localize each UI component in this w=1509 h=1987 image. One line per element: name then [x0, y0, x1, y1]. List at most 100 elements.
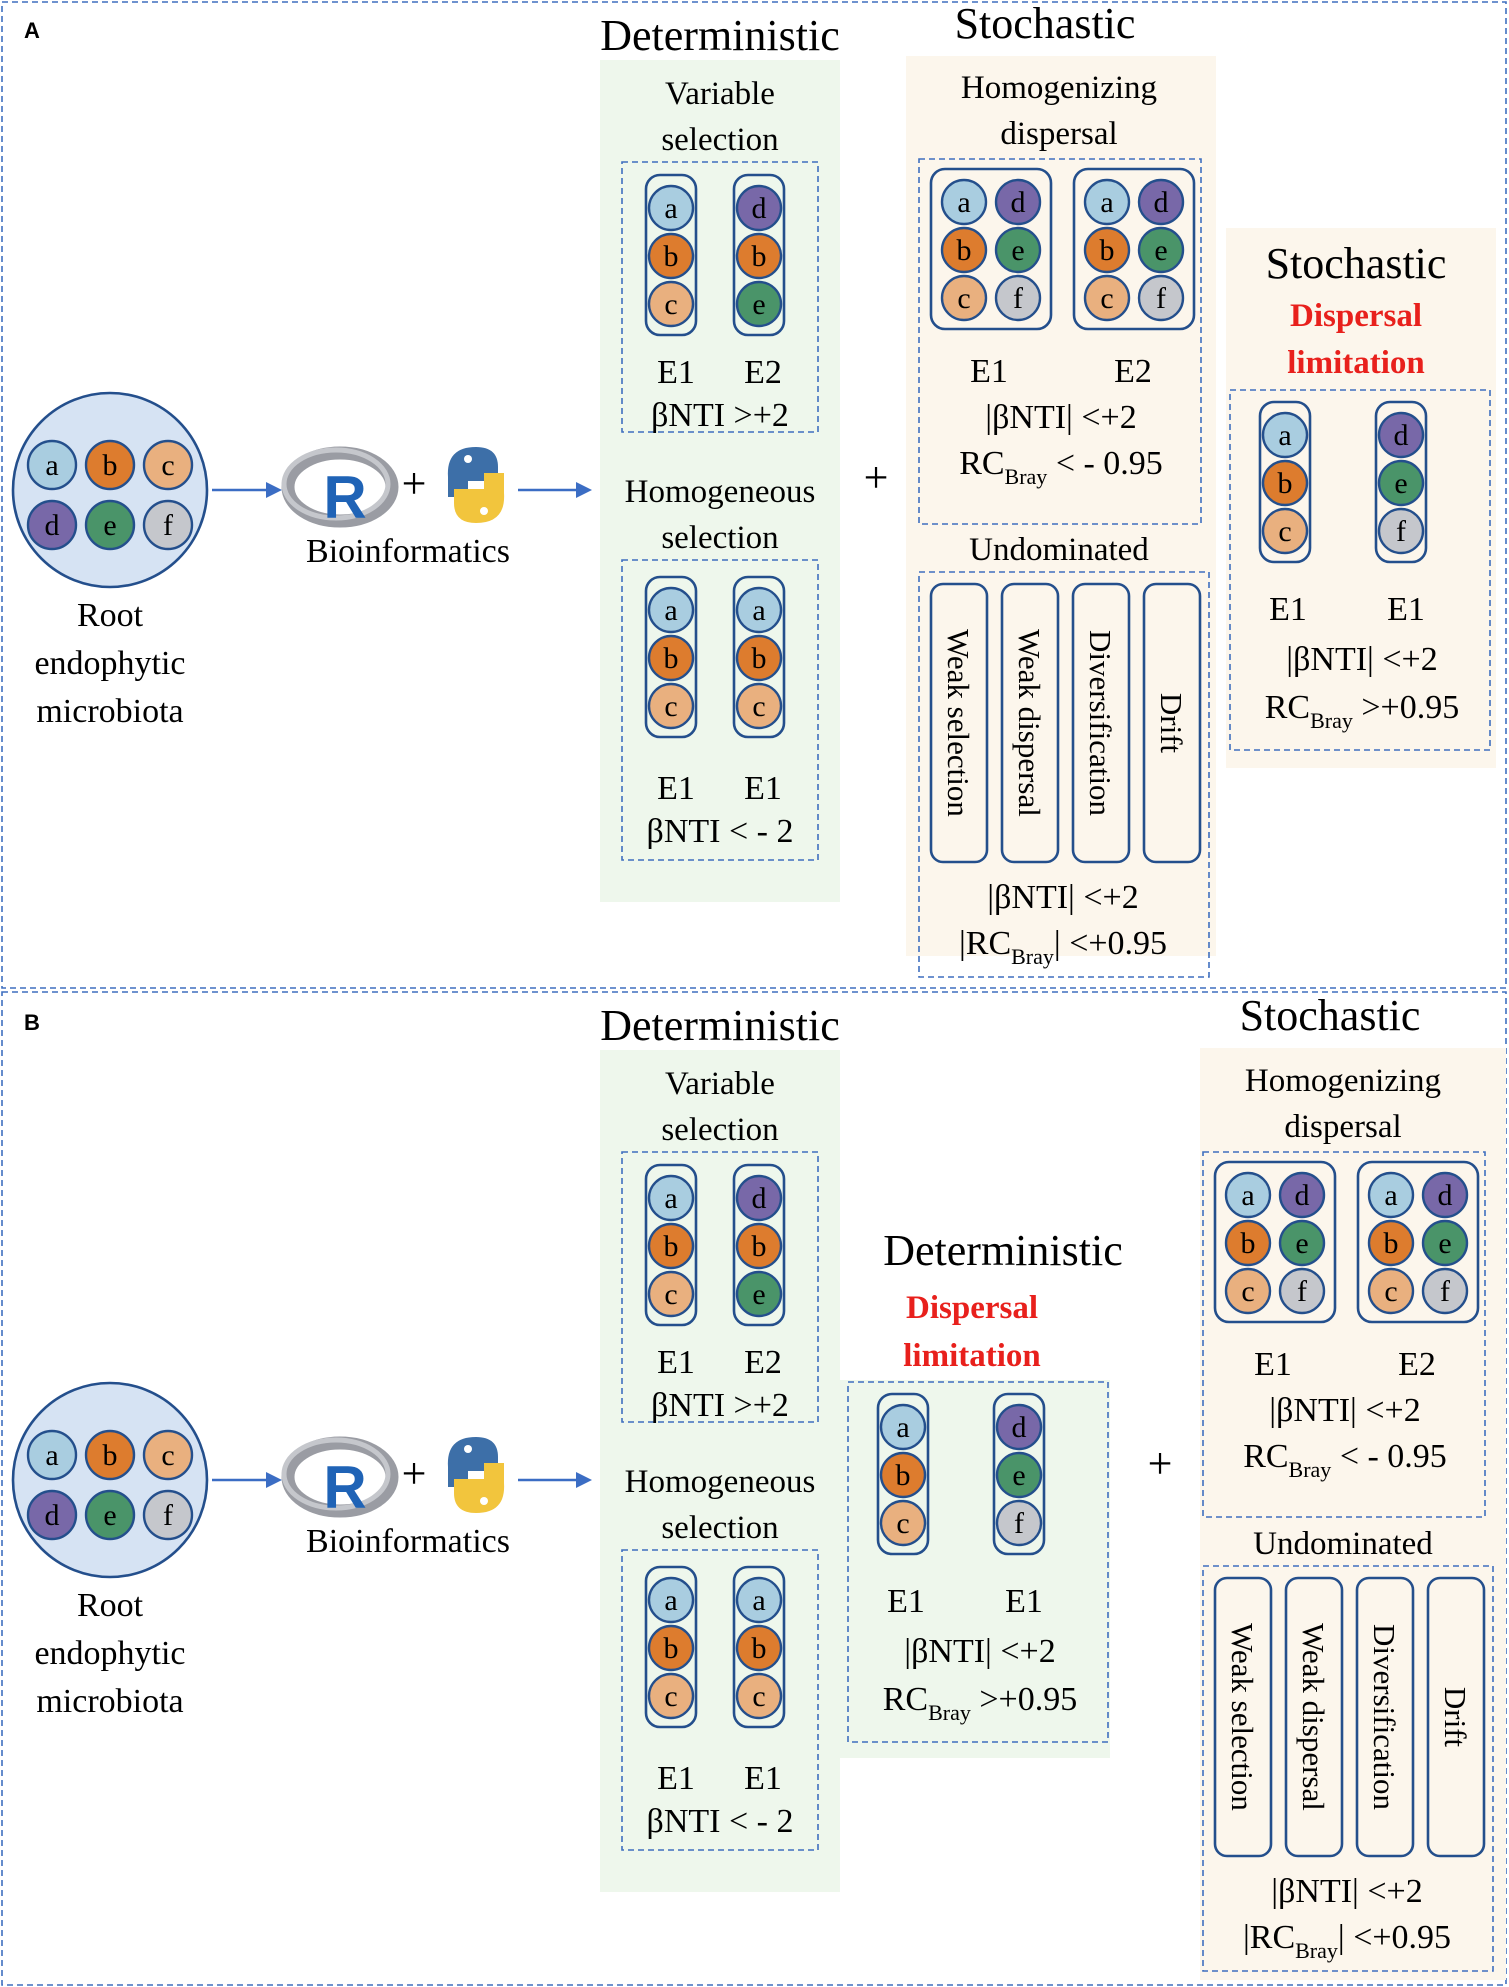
weak-selection-box [929, 582, 989, 864]
stochastic-dl-criterion2: RCBray >+0.95 [1265, 689, 1459, 733]
homogeneous-selection-label-line1: Homogeneous [625, 1464, 816, 1500]
dispersal-limitation-label-line2: limitation [1287, 345, 1425, 381]
taxon-a-circle [1083, 178, 1131, 226]
taxon-f-label: f [1156, 282, 1166, 315]
taxon-b-label: b [752, 642, 767, 675]
python-logo-blue [447, 1437, 498, 1487]
weak-selection-label: Weak selection [941, 629, 976, 817]
taxon-b-label: b [103, 1439, 118, 1472]
source-label-line3: microbiota [36, 1683, 183, 1720]
taxon-b-circle [1083, 226, 1131, 274]
variable-selection-label-line2: selection [661, 1112, 778, 1148]
deterministic-dl-e1a-label: E1 [887, 1583, 925, 1620]
taxon-d-label: d [45, 1499, 60, 1532]
undominated-criterion2: |RCBray| <+0.95 [1243, 1919, 1451, 1963]
taxon-d-circle [735, 184, 783, 232]
stochastic-dl-e1a-column [1258, 400, 1312, 564]
taxon-c-label: c [752, 690, 765, 723]
stochastic-dl-title: Stochastic [1266, 239, 1447, 288]
tools-plus: + [402, 1449, 427, 1498]
taxon-b-label: b [664, 642, 679, 675]
taxon-b-label: b [664, 240, 679, 273]
variable-selection-box [621, 161, 819, 433]
homogenizing-criterion1: |βNTI| <+2 [1269, 1392, 1420, 1429]
taxon-c-circle [647, 280, 695, 328]
taxon-c-label: c [1384, 1275, 1397, 1308]
taxon-b-label: b [664, 1230, 679, 1263]
taxon-d-circle [1137, 178, 1185, 226]
taxon-e-label: e [1295, 1227, 1308, 1260]
taxon-b-label: b [752, 240, 767, 273]
variable-e2-column [732, 1163, 786, 1327]
drift-label: Drift [1154, 693, 1189, 754]
dispersal-limitation-label-line1: Dispersal [1290, 298, 1422, 334]
taxon-c-label: c [161, 1439, 174, 1472]
stochastic-dl-box [1229, 389, 1491, 751]
taxon-b-circle [84, 439, 136, 491]
variable-e1-label: E1 [657, 1344, 695, 1381]
variable-criterion: βNTI >+2 [651, 1387, 789, 1424]
deterministic-background [600, 60, 840, 902]
homogeneous-criterion: βNTI < - 2 [647, 813, 794, 850]
taxon-a-circle [26, 439, 78, 491]
taxon-f-circle [995, 1499, 1043, 1547]
taxon-f-label: f [1396, 515, 1406, 548]
taxon-d-label: d [45, 509, 60, 542]
taxon-c-label: c [161, 449, 174, 482]
taxon-d-circle [994, 178, 1042, 226]
variable-selection-label-line1: Variable [665, 1066, 775, 1102]
taxon-d-circle [26, 1489, 78, 1541]
homogenizing-box [918, 158, 1202, 525]
homogenizing-label-line2: dispersal [1000, 116, 1117, 152]
weak-dispersal-label: Weak dispersal [1012, 629, 1047, 817]
homogenizing-e2-label: E2 [1398, 1346, 1436, 1383]
taxon-d-label: d [1011, 186, 1026, 219]
taxon-a-label: a [752, 594, 765, 627]
taxon-d-label: d [1012, 1411, 1027, 1444]
taxon-c-label: c [664, 1680, 677, 1713]
taxon-e-circle [735, 280, 783, 328]
taxon-b-circle [647, 232, 695, 280]
python-logo-eye [480, 507, 488, 515]
stochastic-dl-e1b-column [1374, 400, 1428, 564]
diversification-label: Diversification [1367, 1624, 1402, 1810]
weak-dispersal-label: Weak dispersal [1296, 1623, 1331, 1811]
panel-b-label: B [24, 1010, 40, 1035]
taxon-b-label: b [1241, 1227, 1256, 1260]
source-label-line1: Root [77, 597, 144, 634]
taxon-f-label: f [1014, 1507, 1024, 1540]
undominated-title: Undominated [1253, 1526, 1433, 1562]
undominated-criterion1: |βNTI| <+2 [987, 879, 1138, 916]
taxon-c-label: c [1241, 1275, 1254, 1308]
taxon-c-circle [940, 274, 988, 322]
taxon-e-circle [84, 499, 136, 551]
deterministic-dl-red-line1: Dispersal [906, 1290, 1038, 1326]
stochastic-b-title: Stochastic [1240, 991, 1421, 1040]
taxon-f-label: f [163, 1499, 173, 1532]
python-logo-yellow [454, 473, 505, 523]
taxon-c-label: c [1100, 282, 1113, 315]
python-logo-yellow [454, 1463, 505, 1513]
taxon-f-label: f [163, 509, 173, 542]
stochastic-title: Stochastic [955, 0, 1136, 48]
homogenizing-criterion1: |βNTI| <+2 [985, 399, 1136, 436]
arrow-to-processes-head [576, 482, 592, 498]
taxon-b-label: b [1100, 234, 1115, 267]
undominated-background [906, 526, 1216, 956]
bioinformatics-label: Bioinformatics [306, 533, 510, 570]
taxon-d-label: d [752, 1182, 767, 1215]
taxon-e-label: e [1012, 1459, 1025, 1492]
taxon-f-circle [1421, 1267, 1469, 1315]
taxon-d-circle [1421, 1171, 1469, 1219]
taxon-c-circle [142, 1429, 194, 1481]
undominated-b-background [1200, 1520, 1506, 1980]
deterministic-background [600, 1050, 840, 1892]
taxon-e-circle [1137, 226, 1185, 274]
taxon-d-label: d [1295, 1179, 1310, 1212]
taxon-c-circle [735, 682, 783, 730]
taxon-f-label: f [1297, 1275, 1307, 1308]
undominated-box [1202, 1565, 1494, 1972]
taxon-f-label: f [1013, 282, 1023, 315]
taxon-e-circle [1278, 1219, 1326, 1267]
